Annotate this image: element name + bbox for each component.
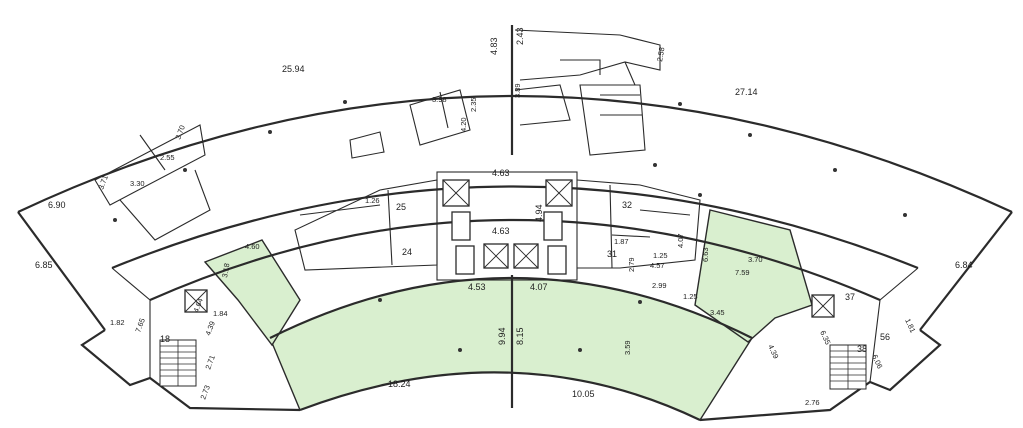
dim-r14: 4.39 <box>203 320 216 337</box>
lift-lobby-right <box>543 211 563 241</box>
east-wing-inner <box>869 267 919 383</box>
dim-core-left-bottom: 4.53 <box>468 282 486 292</box>
dim-left-wing-top: 6.90 <box>48 200 66 210</box>
outer-arc <box>17 95 1013 213</box>
dim-r25: 1.87 <box>614 237 629 246</box>
room-number-32: 32 <box>622 200 632 210</box>
inner-arc-corridor-north <box>111 185 919 270</box>
dim-bottom-right-arc: 10.05 <box>572 389 595 399</box>
room-number-25: 25 <box>396 202 406 212</box>
dim-r8: 3.30 <box>130 179 145 188</box>
room-number-24: 24 <box>402 247 412 257</box>
dim-r1: 3.98 <box>432 95 447 104</box>
dim-left-wing-bottom: 6.85 <box>35 260 53 270</box>
dim-r2: 4.20 <box>459 117 468 132</box>
dim-r30: 6.35 <box>818 329 832 346</box>
room-number-37: 37 <box>845 292 855 302</box>
dim-bottom-left-arc: 18.24 <box>388 379 411 389</box>
elevator-shaft-1 <box>442 179 470 207</box>
dim-core-mid: 4.63 <box>492 226 510 236</box>
dim-r4: 3.89 <box>513 83 522 98</box>
elevator-shaft-4 <box>513 243 539 269</box>
east-end-wall <box>919 211 1013 331</box>
dim-r36: 2.58 <box>655 46 666 62</box>
dim-core-right-bottom: 4.07 <box>530 282 548 292</box>
dim-r29: 3.45 <box>710 308 725 317</box>
office-east-wing <box>694 209 813 343</box>
dim-r23: 1.25 <box>653 251 668 260</box>
south-facade-arc <box>299 371 701 421</box>
dim-r10: 4.60 <box>245 242 260 251</box>
dim-right-wing: 6.84 <box>955 260 973 270</box>
dim-top-left-arc: 25.94 <box>282 64 305 74</box>
core-side-rooms <box>294 179 701 271</box>
lift-lobby-left-lower <box>455 245 475 275</box>
north-west-rooms <box>94 89 471 241</box>
dim-top-right-arc: 27.14 <box>735 87 758 97</box>
office-west-wing <box>203 239 301 347</box>
room-number-56: 56 <box>880 332 890 342</box>
elevator-west <box>184 289 208 313</box>
dim-r16: 2.73 <box>198 384 211 401</box>
east-wing-outline <box>699 329 942 422</box>
dim-r6: 2.55 <box>160 153 175 162</box>
dim-r22: 4.07 <box>676 233 685 248</box>
dim-core-side: 4.94 <box>534 204 544 222</box>
lift-lobby-right-lower <box>547 245 567 275</box>
dim-r34: 1.81 <box>903 317 917 334</box>
dim-center-top-2: 2.43 <box>515 27 525 45</box>
elevator-east <box>811 294 835 318</box>
dim-r26: 4.57 <box>650 261 665 270</box>
dim-r9: 1.26 <box>365 196 380 205</box>
dim-r28: 2.99 <box>652 281 667 290</box>
dim-r27: 1.25 <box>683 292 698 301</box>
north-east-rooms <box>514 29 661 156</box>
dim-r19: 3.70 <box>748 255 763 264</box>
dim-center-axis-2: 8.15 <box>515 327 525 345</box>
elevator-shaft-2 <box>545 179 573 207</box>
dim-r35: 3.59 <box>623 340 632 355</box>
dim-r3: 2.35 <box>469 97 478 112</box>
stair-east <box>829 344 867 390</box>
west-end-wall <box>17 211 106 331</box>
dim-r5: 3.70 <box>173 124 186 141</box>
stair-west <box>159 339 197 387</box>
dim-r11: 3.18 <box>220 262 231 278</box>
dim-r24: 2.79 <box>627 257 636 272</box>
dim-core-top: 4.63 <box>492 168 510 178</box>
dim-r31: 4.39 <box>766 343 780 360</box>
room-number-31: 31 <box>607 249 617 259</box>
dim-center-axis-1: 9.94 <box>497 327 507 345</box>
dim-r33: 2.76 <box>805 398 820 407</box>
room-number-38: 38 <box>857 344 867 354</box>
dim-r13: 7.65 <box>133 317 146 334</box>
structural-columns <box>113 100 907 352</box>
room-number-18: 18 <box>160 334 170 344</box>
inner-arc-corridor-south <box>149 218 881 302</box>
dim-r20: 7.59 <box>735 268 750 277</box>
dim-r21: 6.63 <box>701 247 710 262</box>
dim-r12: 1.82 <box>110 318 125 327</box>
dim-center-top: 4.83 <box>489 37 499 55</box>
west-wing-inner <box>111 267 151 378</box>
west-wing-outline <box>80 329 301 412</box>
dim-r17: 1.84 <box>213 309 228 318</box>
elevator-shaft-3 <box>483 243 509 269</box>
lift-lobby-left <box>451 211 471 241</box>
dim-r15: 2.71 <box>203 354 216 371</box>
